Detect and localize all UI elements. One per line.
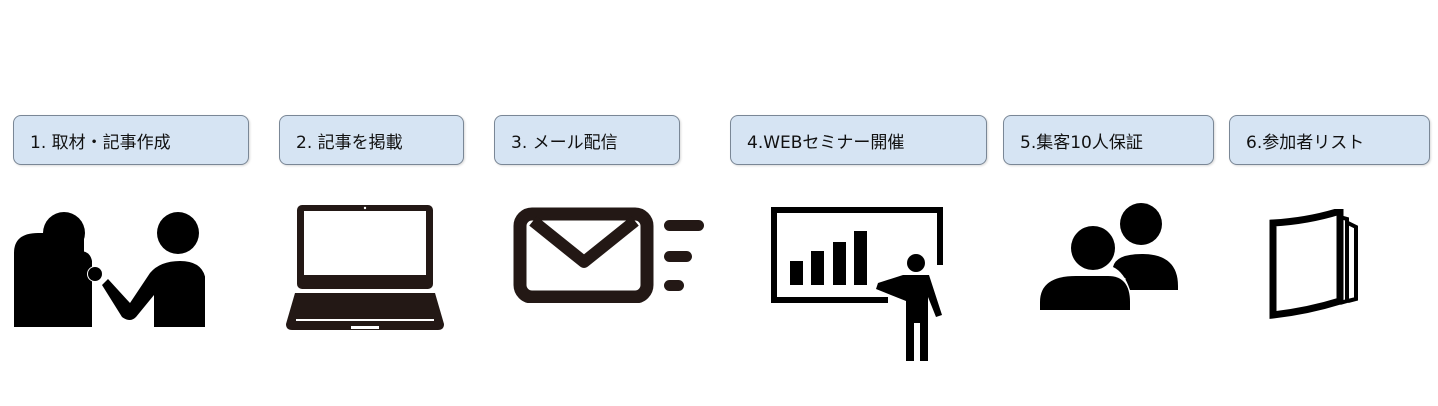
step-3-text: 3. メール配信: [511, 132, 618, 153]
presentation-icon: [770, 205, 955, 365]
document-list-icon: [1268, 209, 1368, 319]
step-2-text: 2. 記事を掲載: [296, 132, 403, 153]
step-1-label: 1. 取材・記事作成: [13, 115, 249, 165]
people-icon: [1038, 202, 1183, 312]
laptop-icon: [284, 204, 446, 332]
step-1-text: 1. 取材・記事作成: [30, 132, 171, 153]
mail-icon: [513, 207, 707, 303]
step-5-text: 5.集客10人保証: [1020, 132, 1143, 153]
step-4-label: 4.WEBセミナー開催: [730, 115, 987, 165]
step-3-label: 3. メール配信: [494, 115, 680, 165]
step-2-label: 2. 記事を掲載: [279, 115, 464, 165]
step-6-text: 6.参加者リスト: [1246, 132, 1365, 153]
step-4-text: 4.WEBセミナー開催: [747, 132, 905, 153]
step-6-label: 6.参加者リスト: [1229, 115, 1430, 165]
step-5-label: 5.集客10人保証: [1003, 115, 1214, 165]
interview-icon: [10, 205, 205, 330]
